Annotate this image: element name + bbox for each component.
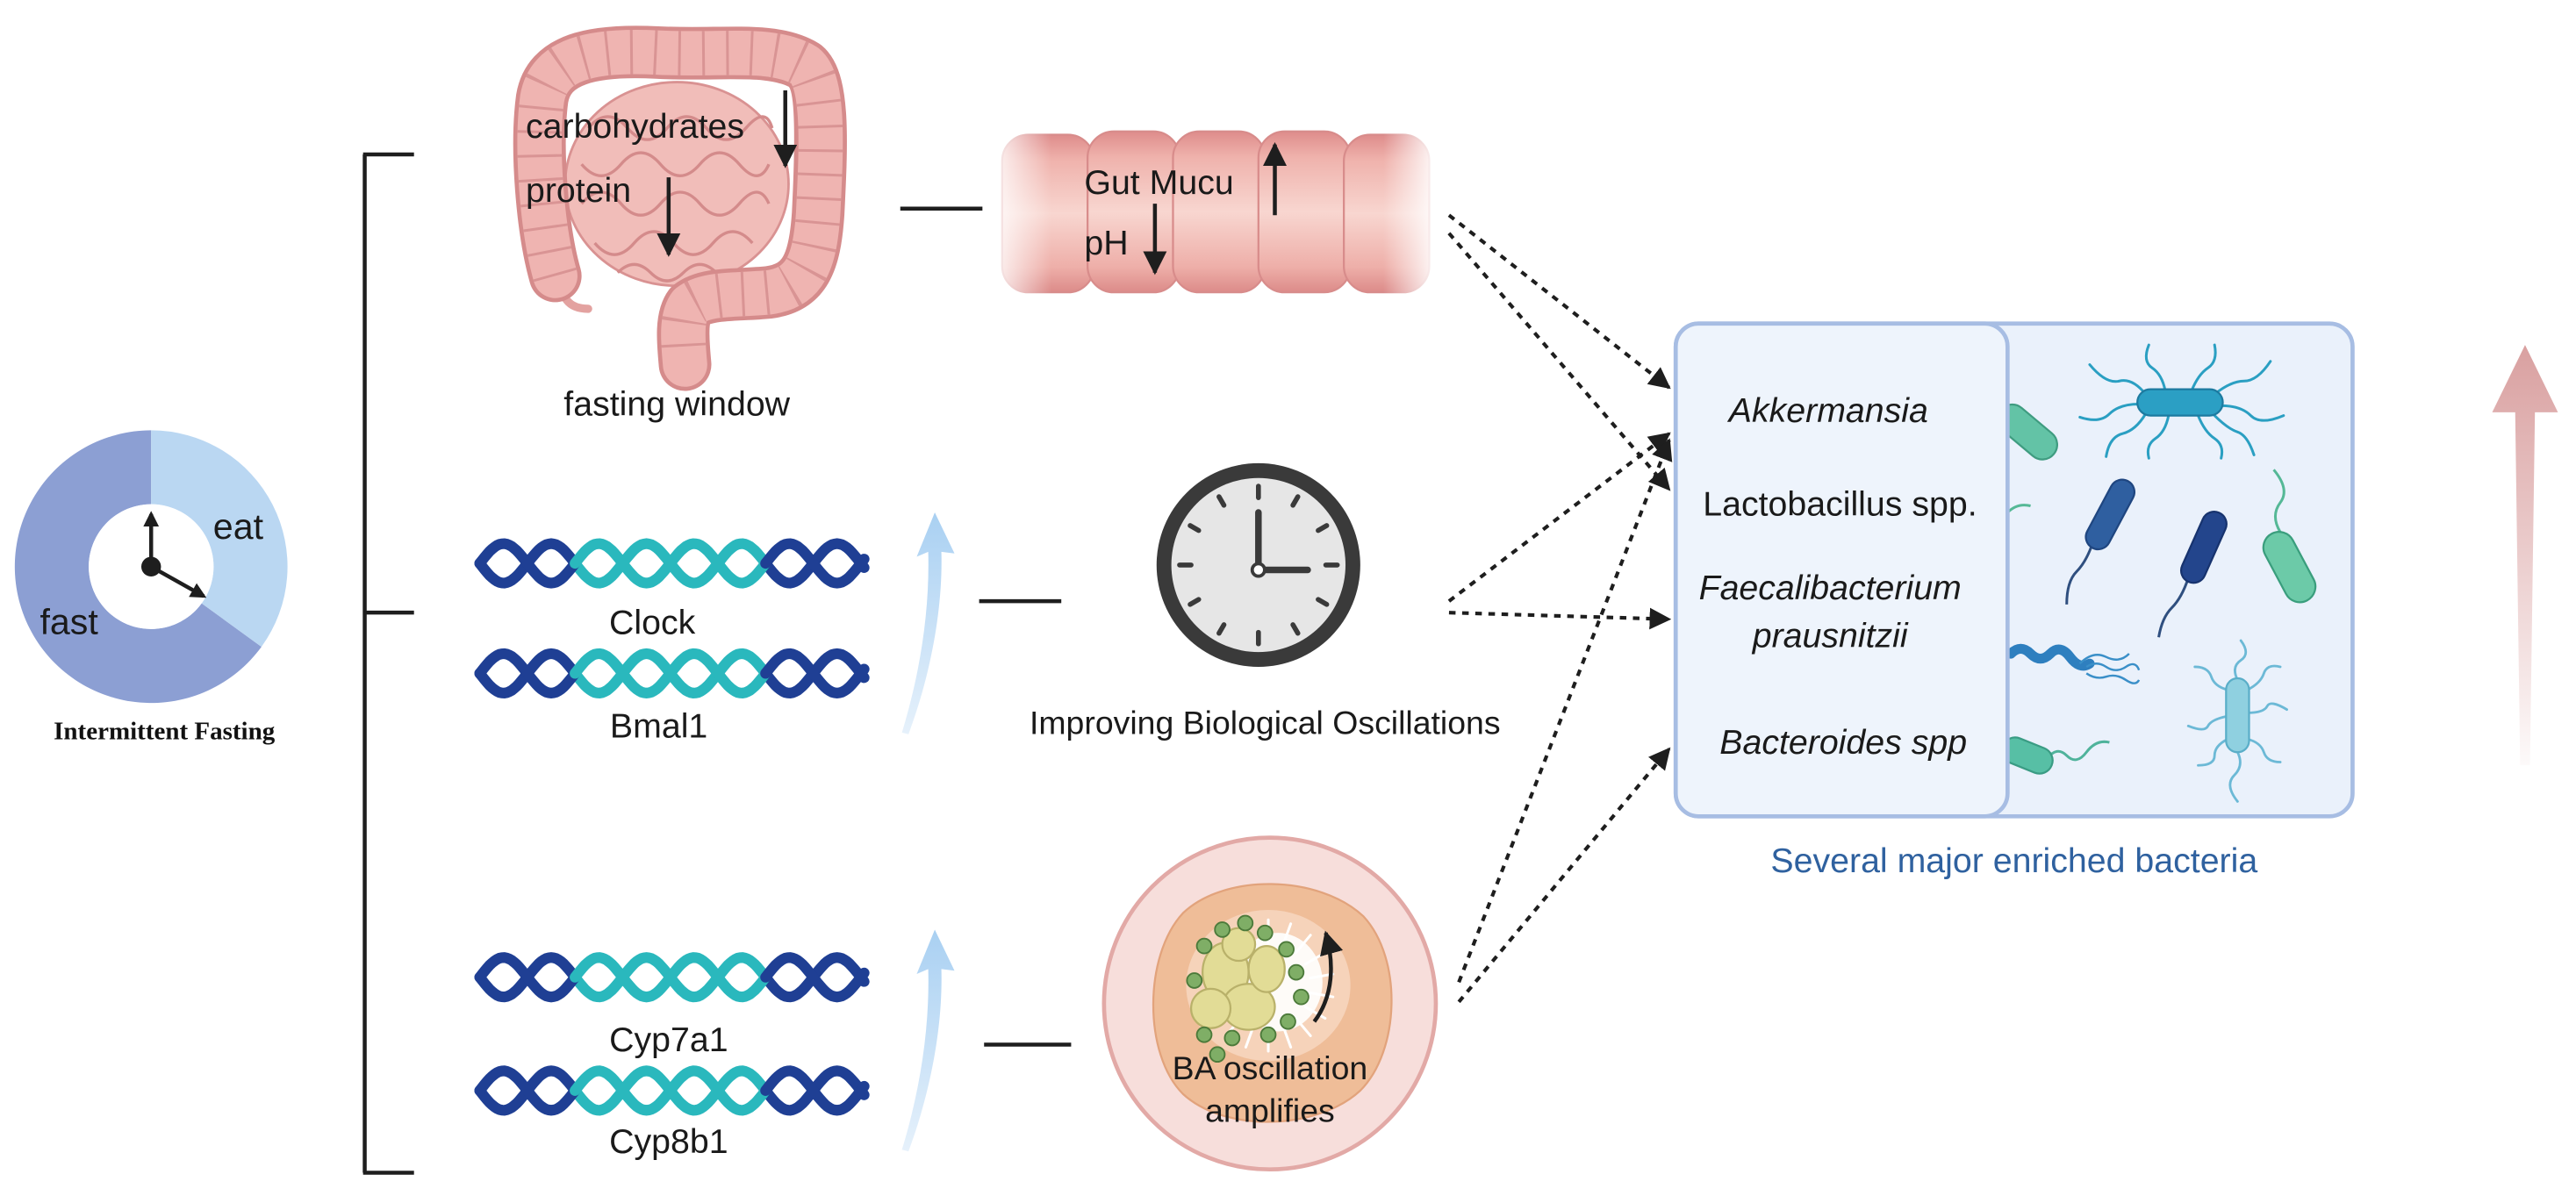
dna-strand (570, 1065, 771, 1116)
gene-label-cyp7a1: Cyp7a1 (609, 1020, 728, 1059)
fasting-clock-icon: fast eat (14, 430, 288, 704)
fade-left (986, 125, 1051, 299)
gene-label-clock: Clock (609, 604, 696, 642)
protein-label: protein (526, 171, 631, 210)
dna-strand (760, 648, 870, 699)
eat-label: eat (213, 506, 264, 547)
rod-bacterium (2179, 511, 2228, 584)
bile-acid-caption-line1: BA oscillation (1173, 1049, 1368, 1086)
dna-helix-clock (474, 538, 870, 589)
dashed-arrow (1457, 747, 1671, 1004)
bacteria-label-prausnitzii: prausnitzii (1752, 616, 1909, 655)
gut-fold (1257, 130, 1352, 294)
rod-bacterium (2084, 478, 2136, 551)
large-intestine (513, 25, 847, 391)
bracket (362, 152, 414, 1175)
clock-hand-down-right (150, 564, 207, 598)
clock-ticks (1177, 483, 1340, 647)
clock-center (1250, 562, 1266, 578)
bacteria-label-bacteroides: Bacteroides spp (1719, 723, 1967, 762)
clock-hub (140, 556, 161, 577)
rod-bacterium (2262, 530, 2317, 604)
dna-helix-bmal1 (474, 648, 870, 699)
fast-segment (14, 430, 262, 704)
lipid-droplets (1189, 927, 1286, 1031)
fasting-window-caption: fasting window (563, 385, 790, 424)
bacterium-flagellum (2046, 740, 2110, 762)
arrow-up-icon (2492, 345, 2558, 766)
gut-fold (1172, 130, 1266, 294)
dashed-arrow (1448, 607, 1672, 630)
rod-bacterium (2225, 677, 2250, 754)
bacteria-label-faecalibacterium: Faecalibacterium (1699, 569, 1962, 607)
dna-strand (760, 952, 870, 1003)
dna-helix-cyp8b1 (474, 1065, 870, 1116)
upregulation-arrow-icon (901, 512, 955, 734)
dna-strand (474, 648, 581, 699)
bacteria-label-akkermansia: Akkermansia (1727, 391, 1928, 430)
upregulation-arrow-icon (901, 929, 955, 1152)
dna-strand (474, 538, 581, 589)
bacteria-label-lactobacillus: Lactobacillus spp. (1703, 485, 1977, 524)
dna-strand (474, 952, 581, 1003)
spiral-bacterium (2006, 643, 2095, 671)
bacterium-flagellum (2272, 469, 2285, 533)
dashed-arrows (1447, 213, 1673, 1004)
flagellated-bacterium (2078, 343, 2285, 460)
bacteria-caption: Several major enriched bacteria (1770, 841, 2257, 880)
dashed-arrow (1447, 432, 1671, 603)
bile-acid-cross-section: BA oscillation amplifies (1101, 835, 1439, 1172)
dna-strand (570, 952, 771, 1003)
bacteria-illustrations (1996, 343, 2317, 803)
bacterium-flagellum (2065, 541, 2095, 605)
dashed-arrow (1447, 213, 1671, 390)
dna-strand (760, 1065, 870, 1116)
bacteria-name-panel (1673, 321, 2010, 819)
intestine-illustration: carbohydrates protein (513, 25, 847, 391)
bacterium-flagella (2186, 639, 2288, 803)
bacteria-panel: Akkermansia Lactobacillus spp. Faecaliba… (1673, 321, 2355, 819)
bacterium-flagellum (2157, 577, 2190, 638)
fast-label: fast (39, 602, 98, 642)
dna-strand (474, 1065, 581, 1116)
gut-mucus-label: Gut Mucu (1084, 163, 1233, 202)
carbohydrates-label: carbohydrates (526, 107, 744, 146)
gene-label-bmal1: Bmal1 (610, 706, 707, 745)
clock-icon (1156, 462, 1360, 667)
dna-helix-cyp7a1 (474, 952, 870, 1003)
dna-strand (570, 538, 771, 589)
rod-bacterium (2136, 388, 2224, 417)
dna-strand (760, 538, 870, 589)
intermittent-fasting-caption: Intermittent Fasting (54, 717, 276, 745)
eat-segment (151, 430, 288, 648)
ph-label: pH (1084, 224, 1128, 262)
bacterium-flagella (2078, 653, 2141, 684)
dna-strand (570, 648, 771, 699)
gut-fold (1087, 130, 1181, 294)
gene-label-cyp8b1: Cyp8b1 (609, 1122, 728, 1161)
dashed-arrow (1447, 232, 1671, 491)
oscillation-caption: Improving Biological Oscillations (1030, 705, 1501, 741)
bile-acid-caption-line2: amplifies (1205, 1092, 1335, 1128)
bile-acid-particles (1186, 914, 1310, 1063)
dashed-arrow (1457, 438, 1673, 984)
fade-right (1383, 125, 1439, 299)
arrow-up-icon (1312, 930, 1344, 1023)
gut-tissue-illustration: Gut Mucu pH (986, 125, 1439, 299)
